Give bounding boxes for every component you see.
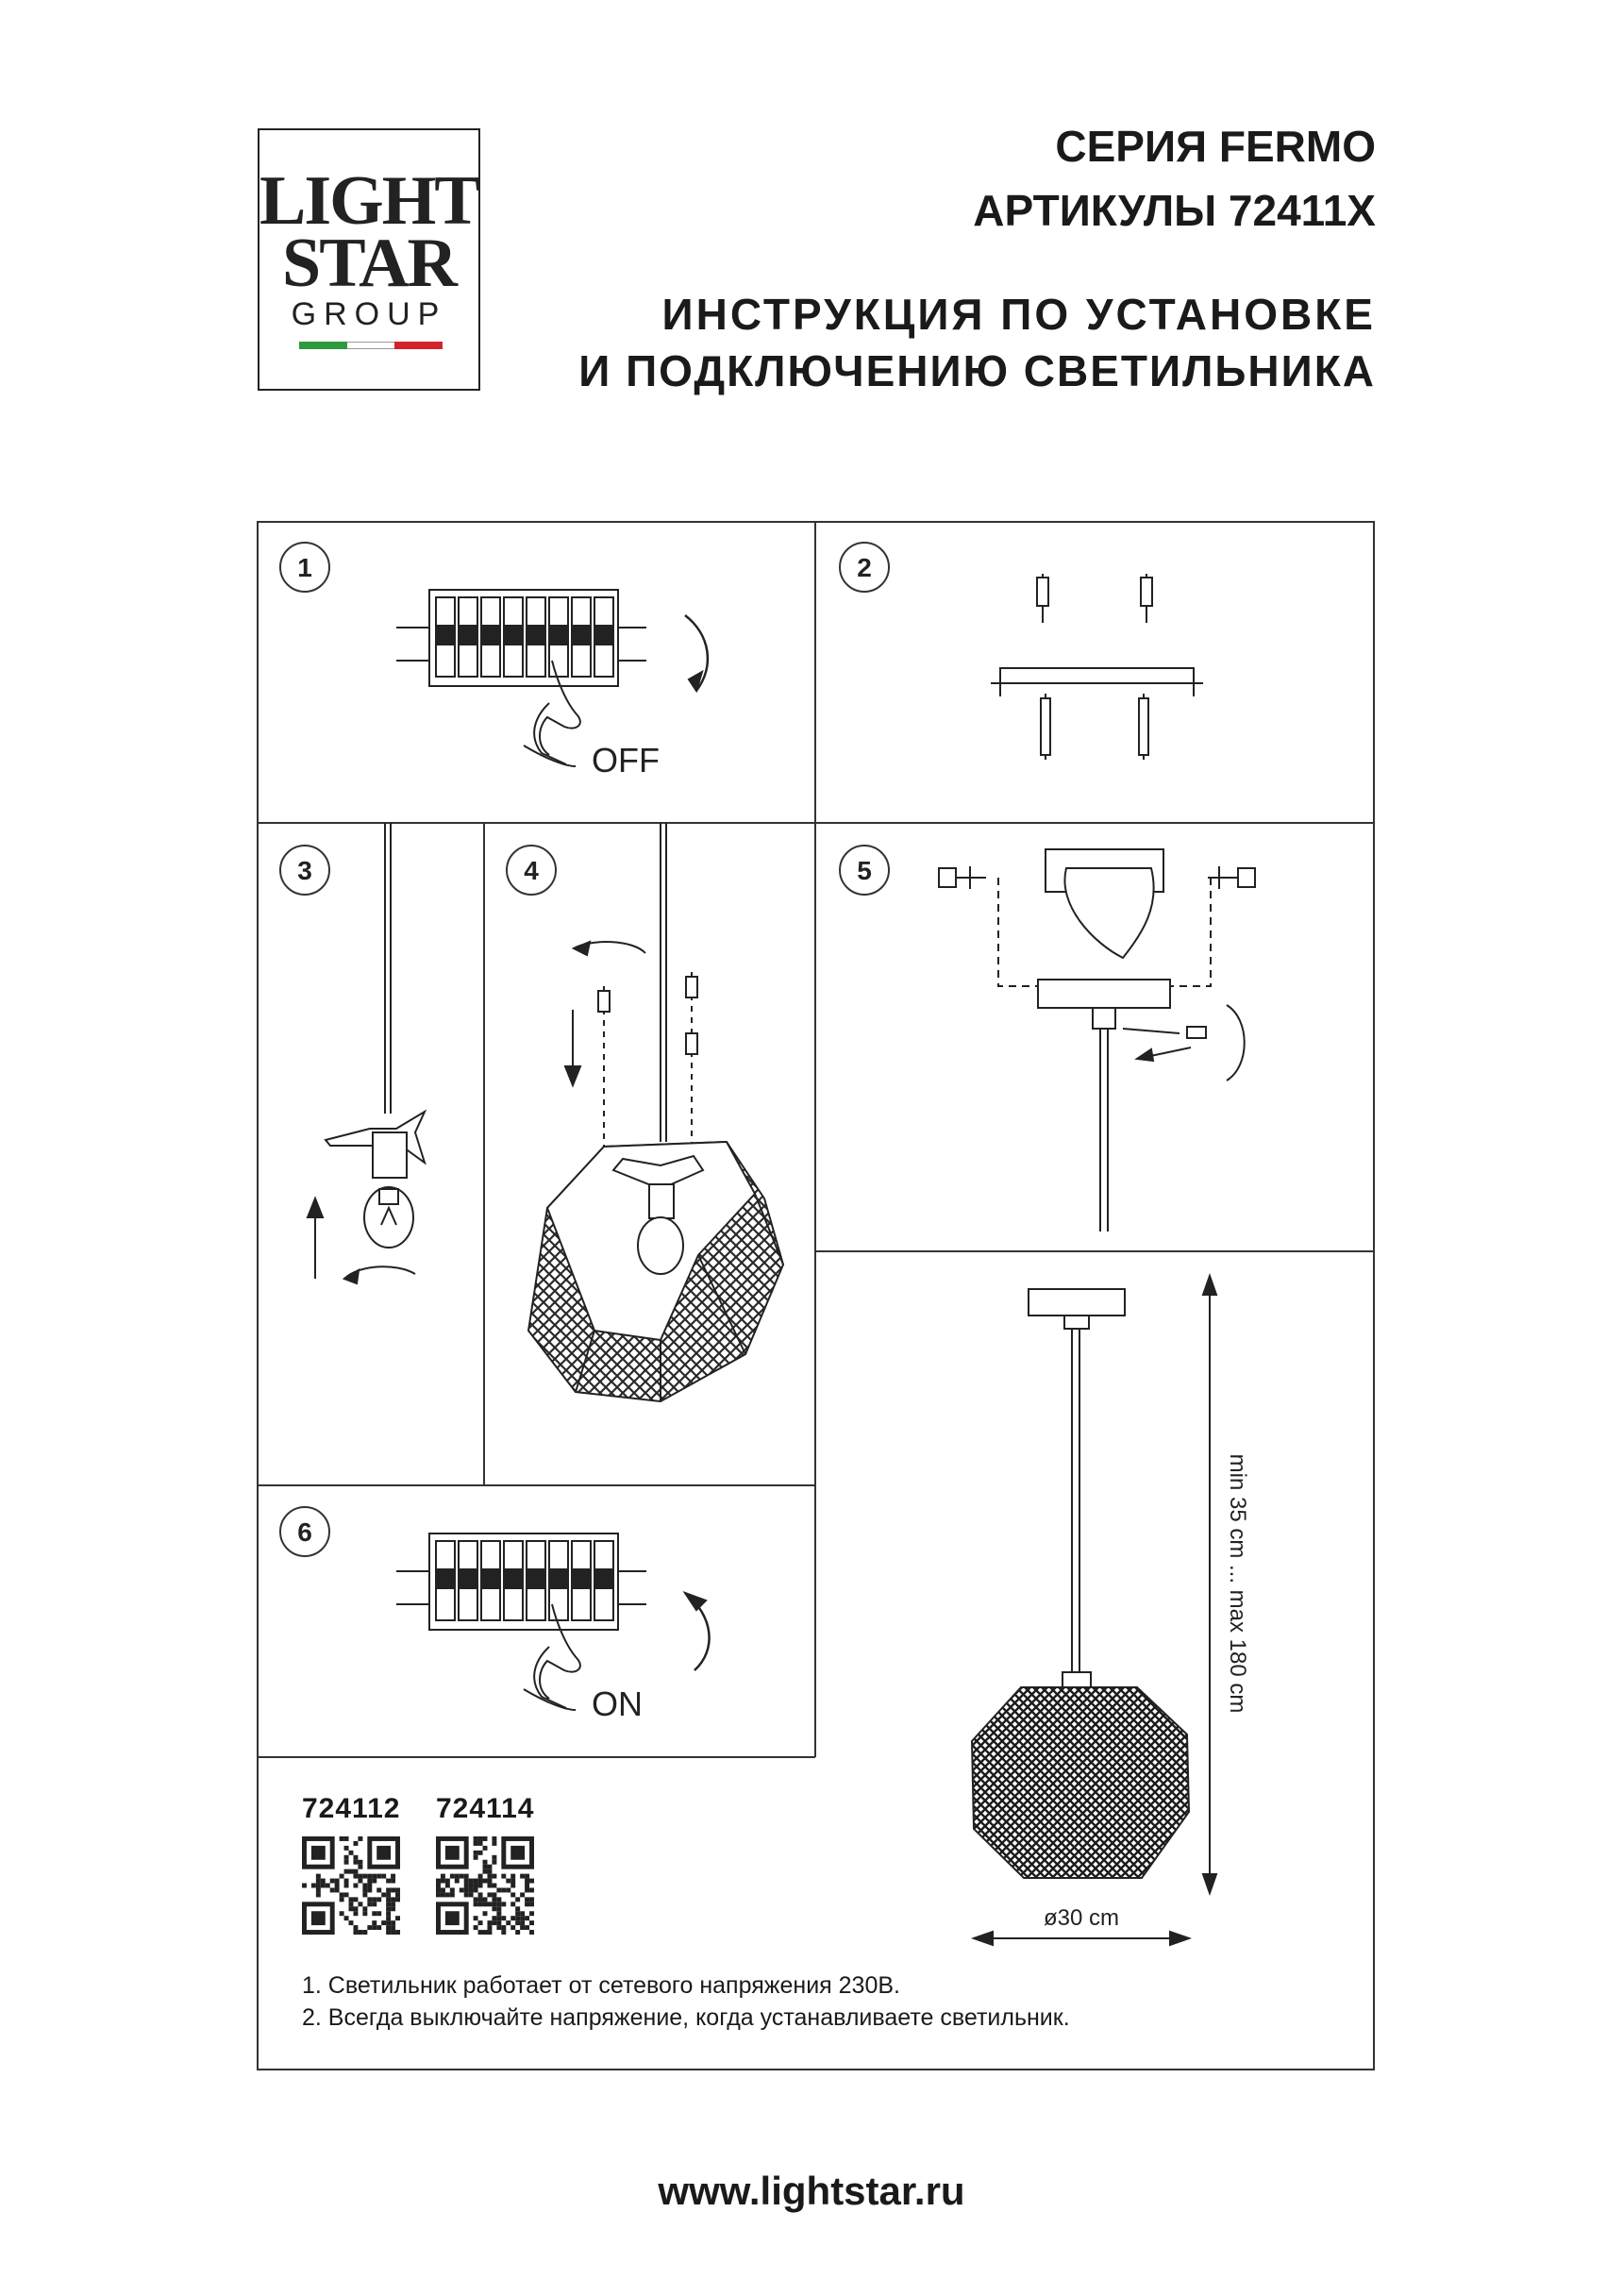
brand-logo: LIGHT STAR GROUP bbox=[258, 128, 481, 391]
step-badge-2 bbox=[839, 542, 890, 593]
step-number-2: 2 bbox=[857, 553, 872, 582]
mounting-bracket-illustration bbox=[991, 574, 1203, 760]
logo-line-group: GROUP bbox=[291, 296, 447, 332]
breaker-off-illustration bbox=[396, 589, 710, 767]
step-badge-3 bbox=[279, 845, 330, 896]
step-number-3: 3 bbox=[297, 856, 312, 885]
step-number-5: 5 bbox=[857, 856, 872, 885]
article-code-2: 724114 bbox=[436, 1793, 535, 1824]
bulb-holder-illustration bbox=[306, 823, 427, 1285]
article-code-1: 724112 bbox=[302, 1793, 401, 1824]
step-number-4: 4 bbox=[524, 856, 539, 885]
note-1: 1. Светильник работает от сетевого напря… bbox=[302, 1972, 900, 1999]
height-range-label: min 35 cm ... max 180 cm bbox=[1225, 1454, 1250, 1714]
step-badge-4 bbox=[506, 845, 557, 896]
website-link[interactable]: www.lightstar.ru bbox=[658, 2169, 965, 2213]
breaker-on-label: ON bbox=[592, 1684, 643, 1723]
diameter-label: ø30 cm bbox=[1044, 1905, 1119, 1931]
pendant-lamp-illustration bbox=[970, 1272, 1218, 1947]
articles-title: АРТИКУЛЫ 72411X bbox=[973, 186, 1376, 235]
shade-assembly-illustration bbox=[527, 823, 785, 1403]
logo-line-star: STAR bbox=[282, 225, 458, 302]
panel-grid bbox=[257, 521, 1375, 2070]
step-badge-6 bbox=[279, 1506, 330, 1557]
instruction-title-line1: ИНСТРУКЦИЯ ПО УСТАНОВКЕ bbox=[661, 290, 1376, 339]
logo-line-light: LIGHT bbox=[259, 162, 481, 240]
note-2: 2. Всегда выключайте напряжение, когда у… bbox=[302, 2004, 1070, 2031]
step-badge-5 bbox=[839, 845, 890, 896]
breaker-off-label: OFF bbox=[592, 741, 660, 779]
wiring-illustration bbox=[938, 848, 1256, 1232]
step-badges bbox=[279, 542, 890, 1557]
step-number-1: 1 bbox=[297, 553, 312, 582]
instruction-title-line2: И ПОДКЛЮЧЕНИЮ СВЕТИЛЬНИКА bbox=[578, 346, 1376, 395]
step-badge-1 bbox=[279, 542, 330, 593]
step-number-6: 6 bbox=[297, 1517, 312, 1547]
qr-code-icon[interactable] bbox=[436, 1836, 534, 1935]
breaker-on-illustration bbox=[396, 1533, 711, 1711]
series-title: СЕРИЯ FERMO bbox=[1055, 122, 1376, 171]
qr-code-icon[interactable] bbox=[302, 1836, 400, 1935]
italian-flag-icon bbox=[299, 342, 443, 349]
